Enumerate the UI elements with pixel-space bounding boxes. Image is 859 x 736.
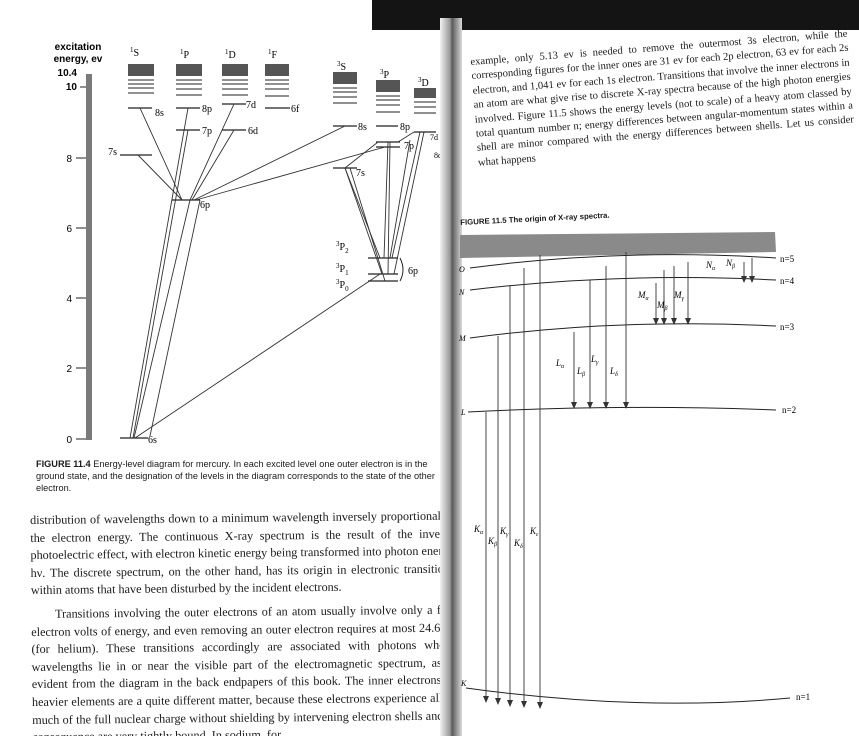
level-label-3-7s: 7s	[356, 168, 365, 179]
level-label-3-8s: 8s	[358, 122, 367, 133]
triplet-3P1: 3P1	[336, 262, 349, 277]
shell-N-line	[469, 277, 777, 291]
left-page: excitation energy, ev 10.4 10 8 6 4 2 0 …	[30, 42, 456, 736]
label-L-gamma: Lγ	[590, 354, 599, 366]
ytick-6: 6	[66, 224, 72, 235]
header-1D: 1D	[225, 48, 236, 61]
label-L-delta: Lδ	[609, 366, 618, 378]
n-label-1: n=1	[796, 692, 810, 702]
label-K-beta: Kβ	[487, 536, 497, 548]
caption-label: FIGURE 11.4	[36, 459, 91, 469]
xray-arrows	[485, 252, 753, 706]
level-stack-3P	[376, 80, 400, 92]
label-N-beta: Nβ	[725, 258, 735, 270]
triplet-3P0: 3P0	[336, 278, 349, 293]
ylabel-line1: excitation	[55, 42, 102, 53]
level-label-3-8d: 8d	[434, 151, 442, 160]
transition-lines	[129, 103, 425, 439]
label-L-alpha: Lα	[555, 358, 565, 370]
level-stack-3S	[333, 72, 357, 84]
header-1F: 1F	[268, 48, 278, 61]
ylabel-line2: energy, ev	[54, 54, 103, 65]
ytick-8: 8	[66, 154, 72, 165]
header-1P: 1P	[180, 48, 190, 61]
level-label-7s: 7s	[108, 147, 117, 158]
label-M-alpha: Mα	[637, 290, 650, 302]
ytick-0: 0	[66, 435, 72, 446]
shell-letter-O: O	[459, 265, 465, 274]
n-label-4: n=4	[780, 276, 795, 286]
level-label-8p: 8p	[202, 104, 212, 115]
level-label-6f: 6f	[291, 104, 300, 115]
continuum-band	[460, 232, 776, 258]
triplet-3P2: 3P2	[336, 240, 349, 255]
shell-letter-M: M	[458, 334, 467, 343]
level-stack-1P	[176, 64, 202, 76]
book-gutter	[440, 18, 462, 736]
level-stack-1D	[222, 64, 248, 76]
level-stack-3D	[414, 88, 436, 98]
figure-11-4-caption: FIGURE 11.4 Energy-level diagram for mer…	[36, 458, 452, 494]
header-3P: 3P	[380, 68, 390, 81]
header-3D: 3D	[418, 76, 429, 89]
shell-K-line	[465, 687, 791, 704]
mercury-energy-diagram: excitation energy, ev 10.4 10 8 6 4 2 0 …	[54, 42, 442, 446]
caption-text: Energy-level diagram for mercury. In eac…	[36, 459, 435, 493]
level-label-3-6p: 6p	[408, 266, 418, 277]
label-M-beta: Mβ	[656, 300, 668, 312]
ytick-10-4: 10.4	[58, 68, 78, 79]
level-label-6s: 6s	[148, 435, 157, 446]
label-L-beta: Lβ	[576, 366, 585, 378]
ytick-10: 10	[66, 82, 78, 93]
shell-L-line	[467, 406, 777, 413]
level-stack-1S	[128, 64, 154, 76]
ytick-2: 2	[66, 364, 72, 375]
n-label-2: n=2	[782, 405, 796, 415]
shell-letter-K: K	[460, 679, 467, 688]
header-1S: 1S	[130, 46, 139, 59]
level-label-6p: 6p	[200, 200, 210, 211]
label-K-gamma: Kγ	[499, 526, 509, 538]
label-K-alpha: Kα	[473, 524, 484, 536]
label-K-epsilon: Kε	[529, 526, 539, 538]
header-3S: 3S	[337, 60, 346, 73]
triplet-brace	[399, 257, 404, 282]
n-label-5: n=5	[780, 254, 795, 264]
shell-O-line	[469, 254, 777, 269]
level-stack-1F	[265, 64, 289, 76]
ytick-4: 4	[66, 294, 72, 305]
label-N-alpha: Nα	[705, 260, 716, 272]
label-K-delta: Kδ	[513, 538, 523, 550]
level-label-7p: 7p	[202, 126, 212, 137]
label-M-gamma: Mγ	[673, 290, 685, 302]
shell-letter-N: N	[458, 288, 465, 297]
shell-letter-L: L	[460, 408, 466, 417]
level-label-6d: 6d	[248, 126, 258, 137]
level-label-7d: 7d	[246, 100, 256, 111]
level-label-8s: 8s	[155, 108, 164, 119]
energy-scale-bar	[86, 74, 92, 440]
shell-M-line	[469, 323, 777, 339]
level-labels: 8s 8p 7d 6f 7s 7p 6d 6p 8s 8p 7p 7d 8d 7…	[108, 100, 442, 446]
level-label-3-7d: 7d	[430, 133, 438, 142]
n-label-3: n=3	[780, 322, 795, 332]
level-label-3-8p: 8p	[400, 122, 410, 133]
